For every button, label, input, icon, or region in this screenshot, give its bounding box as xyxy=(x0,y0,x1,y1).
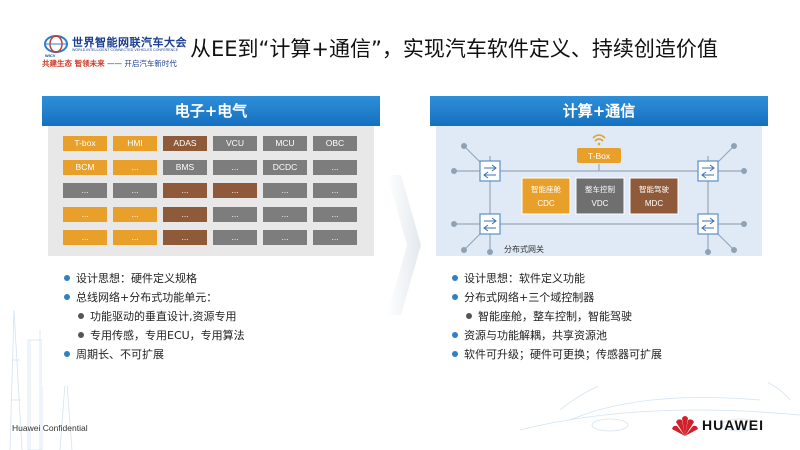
ecu-block: ... xyxy=(313,159,357,175)
gateway-switch-icon xyxy=(697,160,719,182)
right-panel-header: 计算+通信 xyxy=(430,96,768,126)
ecu-block: ... xyxy=(213,206,257,222)
architecture-diagram: T-Box 智能座舱 CDC 整车控制 VDC 智能驾驶 MDC 分布式网关 xyxy=(436,126,762,256)
domain-controller-block xyxy=(521,177,571,215)
ecu-block: ... xyxy=(113,206,157,222)
logo-abbreviation: WICV xyxy=(45,53,56,58)
right-bullet-list: 设计思想：软件定义功能分布式网络+三个域控制器智能座舱，整车控制，智能驾驶资源与… xyxy=(452,269,662,364)
left-bullet-list: 设计思想：硬件定义规格总线网络+分布式功能单元：功能驱动的垂直设计,资源专用专用… xyxy=(64,269,245,364)
domain-controller-abbr: CDC xyxy=(537,199,555,208)
tbox-label: T-Box xyxy=(588,151,611,161)
sub-bullet-item: 功能驱动的垂直设计,资源专用 xyxy=(64,307,245,326)
huawei-wordmark: HUAWEI xyxy=(702,417,764,433)
domain-controllers: 智能座舱 CDC 整车控制 VDC 智能驾驶 MDC xyxy=(521,177,679,215)
gateway-switch-icon xyxy=(479,160,501,182)
tbox-block xyxy=(577,148,621,163)
bullet-item: 软件可升级；硬件可更换；传感器可扩展 xyxy=(452,345,662,364)
logo-slogan: 共建生态 智领未来 —— 开启汽车新时代 xyxy=(42,58,177,69)
bullet-item: 总线网络+分布式功能单元： xyxy=(64,288,245,307)
ecu-block: BCM xyxy=(63,159,107,175)
transition-arrow-icon xyxy=(387,175,421,315)
ecu-block: ... xyxy=(113,159,157,175)
slogan-highlight: 共建生态 智领未来 xyxy=(42,59,105,68)
ecu-grid: T-box HMI ADAS VCU MCU OBC BCM... BMS... DCDC...… xyxy=(48,126,374,256)
ecu-block: OBC xyxy=(313,136,357,151)
slide-title: 从EE到“计算+通信”，实现汽车软件定义、持续创造价值 xyxy=(190,37,718,61)
ee-architecture-panel: 电子+电气 T-box HMI ADAS VCU MCU OBC BCM... BMS... D… xyxy=(42,96,380,386)
ecu-block: T-box xyxy=(63,136,107,151)
logo-english-name: WORLD INTELLIGENT CONNECTED VEHICLES CON… xyxy=(72,48,179,52)
ecu-block: ... xyxy=(163,206,207,222)
gateway-label: 分布式网关 xyxy=(504,244,544,254)
ecu-block: ... xyxy=(63,230,107,245)
globe-emblem-icon xyxy=(44,35,68,53)
domain-controller-name: 智能座舱 xyxy=(531,184,561,194)
ecu-block: ... xyxy=(213,230,257,245)
ecu-block: ... xyxy=(313,206,357,222)
ecu-block: ... xyxy=(213,159,257,175)
compute-communication-panel: 计算+通信 xyxy=(430,96,768,386)
ecu-block: ... xyxy=(313,230,357,245)
background-city-illustration xyxy=(9,309,800,450)
gateway-switch-icon xyxy=(479,213,501,235)
domain-controller-abbr: VDC xyxy=(592,199,609,208)
ecu-block: VCU xyxy=(213,136,257,151)
ecu-block: MCU xyxy=(263,136,307,151)
bullet-item: 分布式网络+三个域控制器 xyxy=(452,288,662,307)
bullet-item: 周期长、不可扩展 xyxy=(64,345,245,364)
ecu-block: ... xyxy=(263,183,307,198)
gateway-switch-icon xyxy=(697,213,719,235)
domain-controller-block xyxy=(629,177,679,215)
huawei-flower-icon xyxy=(672,416,698,436)
ecu-block: DCDC xyxy=(263,159,307,175)
bullet-item: 设计思想：软件定义功能 xyxy=(452,269,662,288)
ecu-block: BMS xyxy=(163,159,207,175)
domain-controller-name: 智能驾驶 xyxy=(639,184,669,194)
ecu-block: ADAS xyxy=(163,136,207,151)
ecu-block: ... xyxy=(213,183,257,198)
conference-logo: WICV 世界智能网联汽车大会 WORLD INTELLIGENT CONNEC… xyxy=(42,34,187,70)
sub-bullet-item: 智能座舱，整车控制，智能驾驶 xyxy=(452,307,662,326)
domain-controller-name: 整车控制 xyxy=(585,184,615,194)
ecu-block: ... xyxy=(63,183,107,198)
logo-chinese-name: 世界智能网联汽车大会 xyxy=(72,36,187,49)
bullet-item: 资源与功能解耦，共享资源池 xyxy=(452,326,662,345)
ecu-block: ... xyxy=(113,230,157,245)
slogan-tail: —— 开启汽车新时代 xyxy=(107,59,177,68)
ecu-block: HMI xyxy=(113,136,157,151)
network-diagram: T-Box 智能座舱 CDC 整车控制 VDC 智能驾驶 MDC 分布式网关 xyxy=(451,134,747,255)
ecu-block: ... xyxy=(163,230,207,245)
ecu-block: ... xyxy=(63,206,107,222)
domain-controller-block xyxy=(575,177,625,215)
ecu-block: ... xyxy=(263,206,307,222)
ecu-block: ... xyxy=(113,183,157,198)
left-panel-header: 电子+电气 xyxy=(42,96,380,126)
wifi-icon xyxy=(592,134,606,146)
ecu-block: ... xyxy=(263,230,307,245)
ecu-block: ... xyxy=(163,183,207,198)
bullet-item: 设计思想：硬件定义规格 xyxy=(64,269,245,288)
domain-controller-abbr: MDC xyxy=(645,199,663,208)
sub-bullet-item: 专用传感，专用ECU，专用算法 xyxy=(64,326,245,345)
confidential-footer: Huawei Confidential xyxy=(12,423,88,433)
ecu-block: ... xyxy=(313,183,357,198)
